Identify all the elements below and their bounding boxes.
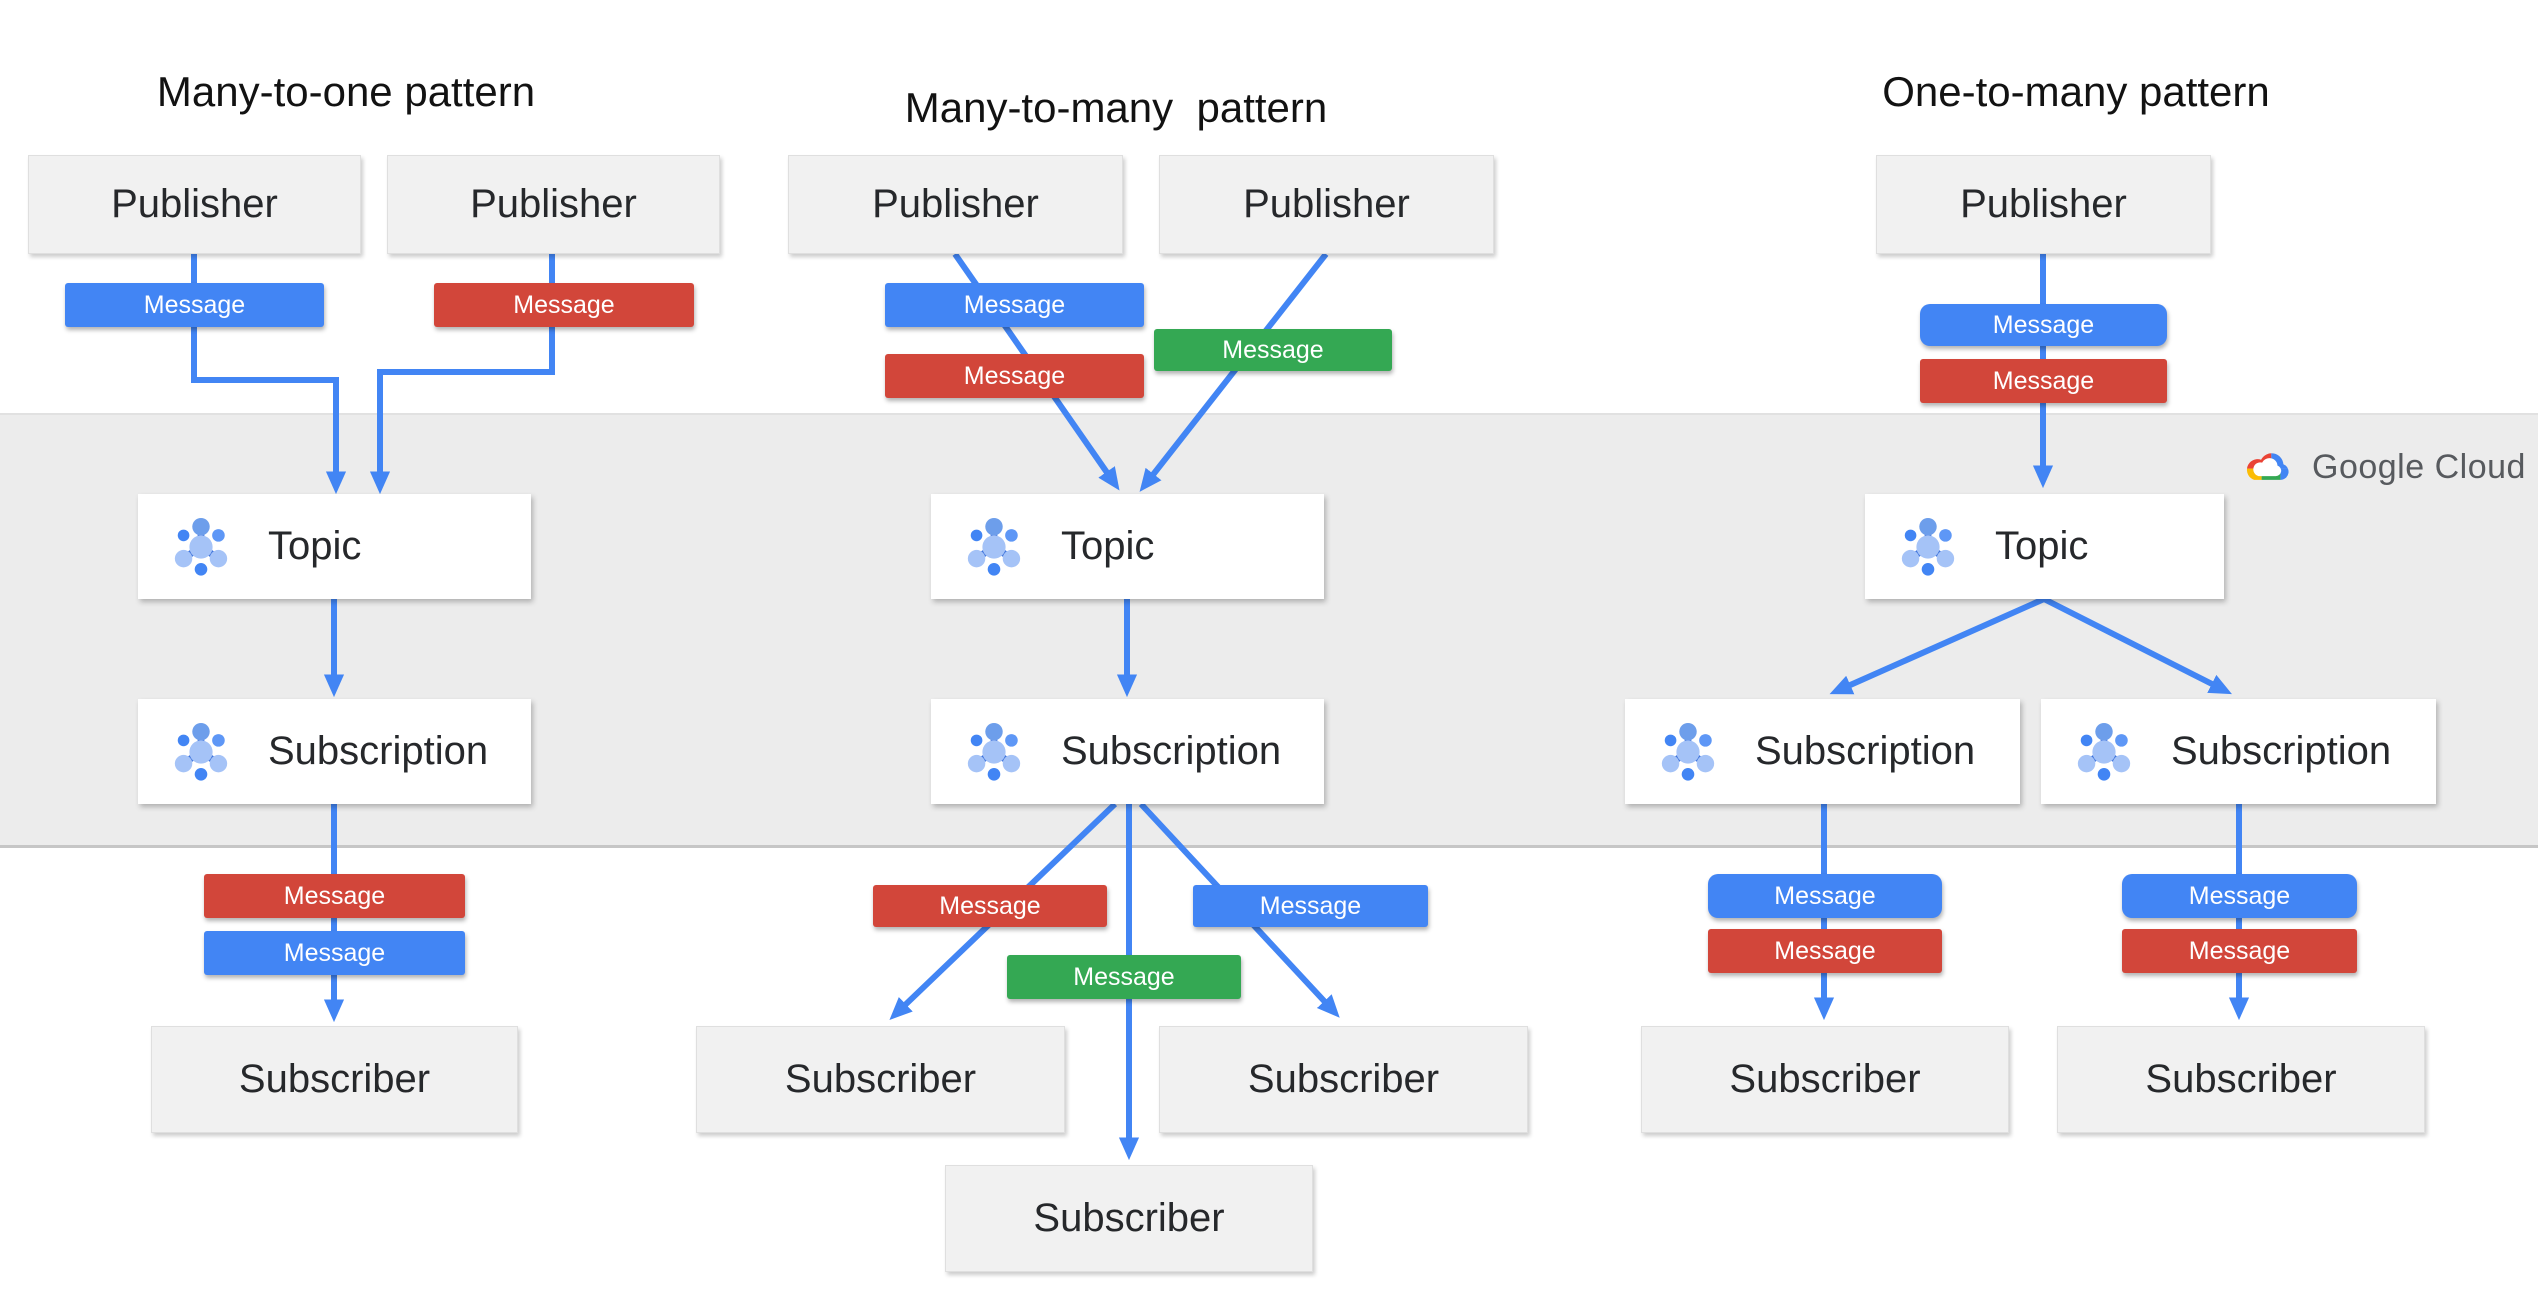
topic-label: Topic [1061,524,1155,568]
col1-subscription: Subscription [138,699,531,804]
col2-subscriber-1: Subscriber [696,1026,1065,1133]
col2-publisher-2: Publisher [1159,155,1494,254]
col2-msg-bottom-green: Message [1007,955,1241,999]
publisher-label: Publisher [470,182,637,226]
col2-msg-bottom-red: Message [873,885,1107,927]
pubsub-icon [1901,517,1955,576]
subscription-label: Subscription [1755,729,1976,773]
col2-subscriber-3: Subscriber [945,1165,1313,1272]
pubsub-icon [967,722,1021,781]
col3-subscriber-2: Subscriber [2057,1026,2425,1133]
subscriber-label: Subscriber [238,1057,431,1101]
col3-subscription-1: Subscription [1625,699,2020,804]
message-badge-label: Message [283,938,386,967]
topic-label: Topic [1995,524,2089,568]
message-badge-label: Message [939,891,1041,920]
col3-msg-right-blue: Message [2122,874,2357,918]
google-cloud-logo: Google Cloud [2240,446,2526,489]
message-badge-label: Message [2188,936,2291,965]
col2-publisher-1: Publisher [788,155,1123,254]
subscription-label: Subscription [268,729,489,773]
col1-msg-top-blue: Message [65,283,324,327]
publisher-label: Publisher [1243,182,1410,226]
subscriber-label: Subscriber [1033,1196,1225,1240]
col1-msg-bottom-red: Message [204,874,465,918]
pubsub-icon [1661,722,1715,781]
col3-msg-top-red: Message [1920,359,2167,403]
title-many-to-many: Many-to-many pattern [904,84,1328,131]
col2-subscription: Subscription [931,699,1324,804]
subscriber-label: Subscriber [784,1057,977,1101]
message-badge-label: Message [1259,891,1362,920]
message-badge-label: Message [963,290,1066,319]
col3-topic: Topic [1865,494,2224,599]
message-badge-label: Message [1774,881,1876,910]
subscription-label: Subscription [2171,729,2392,773]
pubsub-icon [174,722,228,781]
col2-msg-top-blue: Message [885,283,1144,327]
col1-subscriber: Subscriber [151,1026,518,1133]
pubsub-icon [174,517,228,576]
publisher-label: Publisher [111,182,278,226]
col1-publisher-2: Publisher [387,155,720,254]
subscriber-label: Subscriber [2145,1057,2337,1101]
col1-msg-top-red: Message [434,283,694,327]
subscriber-label: Subscriber [1729,1057,1921,1101]
message-badge-label: Message [1774,936,1876,965]
message-badge-label: Message [143,290,246,319]
subscription-label: Subscription [1061,729,1282,773]
col1-msg-bottom-blue: Message [204,931,465,975]
message-badge-label: Message [1073,962,1175,991]
publisher-label: Publisher [1960,182,2127,226]
col3-msg-top-blue: Message [1920,304,2167,346]
col3-publisher: Publisher [1876,155,2211,254]
col2-msg-bottom-blue: Message [1193,885,1428,927]
arrow-col3-topic-sub2 [2042,596,2232,695]
col3-msg-left-blue: Message [1708,874,1942,918]
google-cloud-icon [2246,453,2289,480]
col3-subscriber-1: Subscriber [1641,1026,2009,1133]
message-badge-label: Message [1992,366,2095,395]
pubsub-icon [2077,722,2131,781]
title-one-to-many: One-to-many pattern [1882,68,2270,115]
message-badge-label: Message [2188,881,2291,910]
col1-topic: Topic [138,494,531,599]
google-cloud-wordmark: Google Cloud [2312,448,2526,486]
message-badge-label: Message [283,881,386,910]
title-many-to-one: Many-to-one pattern [156,68,536,115]
pubsub-icon [967,517,1021,576]
col2-msg-top-green: Message [1154,329,1392,371]
message-badge-label: Message [513,290,615,319]
col2-topic: Topic [931,494,1324,599]
topic-label: Topic [268,524,362,568]
col3-msg-right-red: Message [2122,929,2357,973]
publisher-label: Publisher [872,182,1039,226]
col2-msg-top-red: Message [885,354,1144,398]
col2-subscriber-2: Subscriber [1159,1026,1528,1133]
col3-msg-left-red: Message [1708,929,1942,973]
message-badge-label: Message [1222,335,1324,364]
message-badge-label: Message [1992,310,2095,339]
col1-publisher-1: Publisher [28,155,361,254]
subscriber-label: Subscriber [1247,1057,1440,1101]
arrow-col3-topic-sub1 [1829,596,2046,695]
message-badge-label: Message [963,361,1066,390]
col3-subscription-2: Subscription [2041,699,2436,804]
